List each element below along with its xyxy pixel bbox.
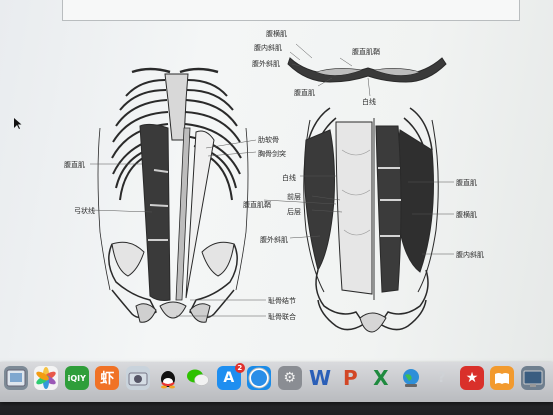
powerpoint-icon[interactable]: P (343, 366, 358, 390)
qq-icon[interactable] (156, 366, 180, 390)
left-illustration (90, 67, 266, 323)
label-costal-cartilage: 肋软骨 (258, 135, 279, 144)
help-icon[interactable]: ? (437, 370, 446, 386)
label-rectus-sheath: 腹直肌鞘 (352, 47, 380, 56)
network-globe-icon[interactable] (399, 366, 423, 390)
label-anterior-layer: 前层 (287, 192, 301, 201)
right-illustration (263, 107, 454, 333)
label-internal-oblique-top: 腹内斜肌 (254, 43, 282, 52)
label-external-oblique-mid: 腹外斜肌 (260, 235, 288, 244)
label-transversus: 腹横肌 (266, 29, 287, 38)
label-sheath-mid: 腹直肌鞘 (243, 200, 271, 209)
label-internal-oblique-right: 腹内斜肌 (456, 250, 484, 259)
label-posterior-layer: 后层 (287, 207, 301, 216)
label-linea-alba-mid: 白线 (282, 173, 296, 182)
label-rectus-left: 腹直肌 (64, 160, 85, 169)
cross-section (287, 43, 447, 97)
mouse-cursor-icon (14, 118, 22, 129)
photographed-screen: 腹横肌 腹内斜肌 腹外斜肌 腹直肌鞘 腹直肌 白线 肋软骨 胸骨剑突 腹直肌 弓… (0, 0, 553, 362)
anatomy-figure: 腹横肌 腹内斜肌 腹外斜肌 腹直肌鞘 腹直肌 白线 肋软骨 胸骨剑突 腹直肌 弓… (64, 29, 484, 333)
safari-icon[interactable] (247, 366, 272, 390)
figure-labels: 腹横肌 腹内斜肌 腹外斜肌 腹直肌鞘 腹直肌 白线 肋软骨 胸骨剑突 腹直肌 弓… (64, 29, 484, 321)
label-transversus-right: 腹横肌 (456, 210, 477, 219)
xiami-icon[interactable]: 虾 (95, 366, 120, 390)
iqiyi-icon[interactable]: iQIY (64, 366, 89, 390)
label-pubic-tubercle: 耻骨结节 (268, 296, 296, 305)
document-frame (62, 0, 520, 21)
word-icon[interactable]: W (308, 366, 332, 390)
wechat-icon[interactable] (186, 366, 210, 390)
ibooks-icon[interactable] (490, 366, 515, 390)
excel-icon[interactable]: X (373, 366, 389, 390)
label-rectus-cross: 腹直肌 (294, 88, 315, 97)
label-xiphoid: 胸骨剑突 (258, 149, 286, 158)
system-preferences-icon[interactable]: ⚙ (277, 366, 302, 390)
label-external-oblique-top: 腹外斜肌 (252, 59, 280, 68)
label-rectus-right: 腹直肌 (456, 178, 477, 187)
notification-badge: 2 (234, 363, 245, 373)
screen-capture-icon[interactable] (520, 366, 545, 390)
photos-icon[interactable] (34, 366, 59, 390)
preview-icon[interactable] (4, 366, 28, 390)
wps-icon[interactable]: ★ (460, 366, 484, 390)
label-arcuate: 弓状线 (74, 206, 95, 215)
label-linea-alba-top: 白线 (362, 97, 376, 106)
label-pubic-symphysis: 耻骨联合 (268, 312, 296, 321)
image-capture-icon[interactable] (125, 366, 150, 390)
